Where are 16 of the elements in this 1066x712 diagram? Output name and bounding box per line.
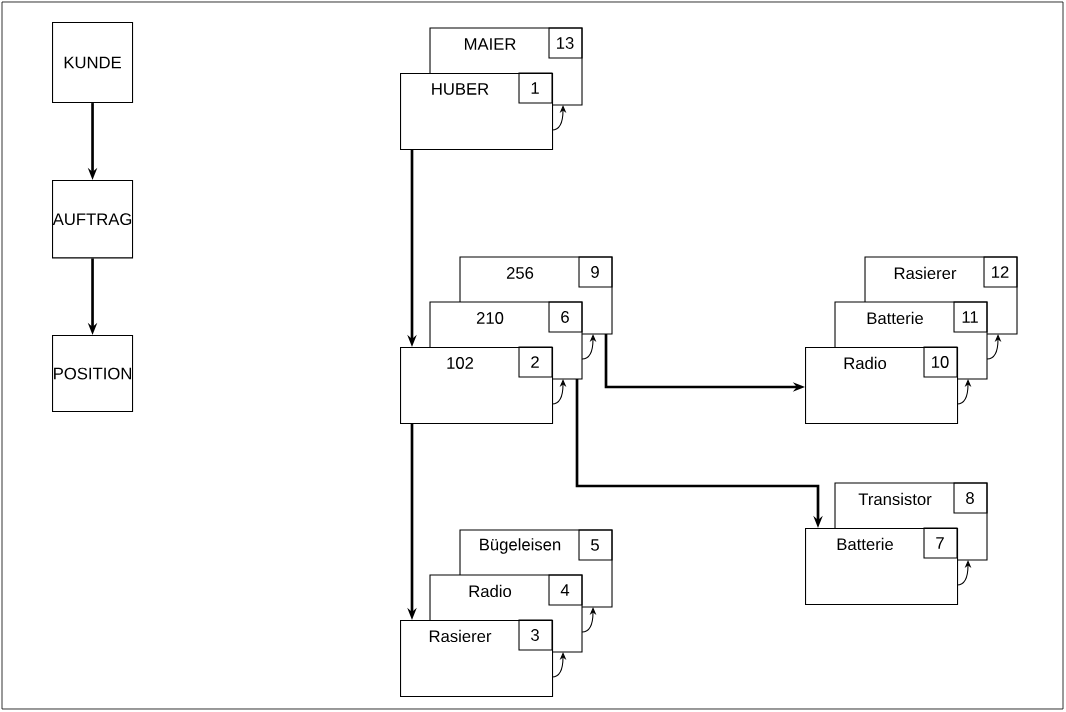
- node-label: Bügeleisen: [480, 538, 561, 554]
- node-label: Radio: [469, 584, 512, 598]
- node-label: Batterie: [867, 311, 923, 325]
- record-card: Radio 10: [805, 346, 959, 425]
- record-card: HUBER 1: [400, 72, 554, 151]
- entity-box: POSITION: [52, 335, 134, 413]
- record-card: Batterie 7: [805, 527, 959, 606]
- node-label: Transistor: [858, 492, 932, 506]
- record-card: Rasierer 3: [400, 619, 554, 698]
- node-label: Rasierer: [894, 266, 957, 280]
- node-label: 210: [476, 312, 504, 324]
- node-label: MAIER: [464, 38, 516, 50]
- record-card: 102 2: [400, 346, 554, 425]
- entity-box: KUNDE: [52, 22, 134, 104]
- node-label: 256: [506, 267, 534, 279]
- entity-box: AUFTRAG: [52, 180, 134, 259]
